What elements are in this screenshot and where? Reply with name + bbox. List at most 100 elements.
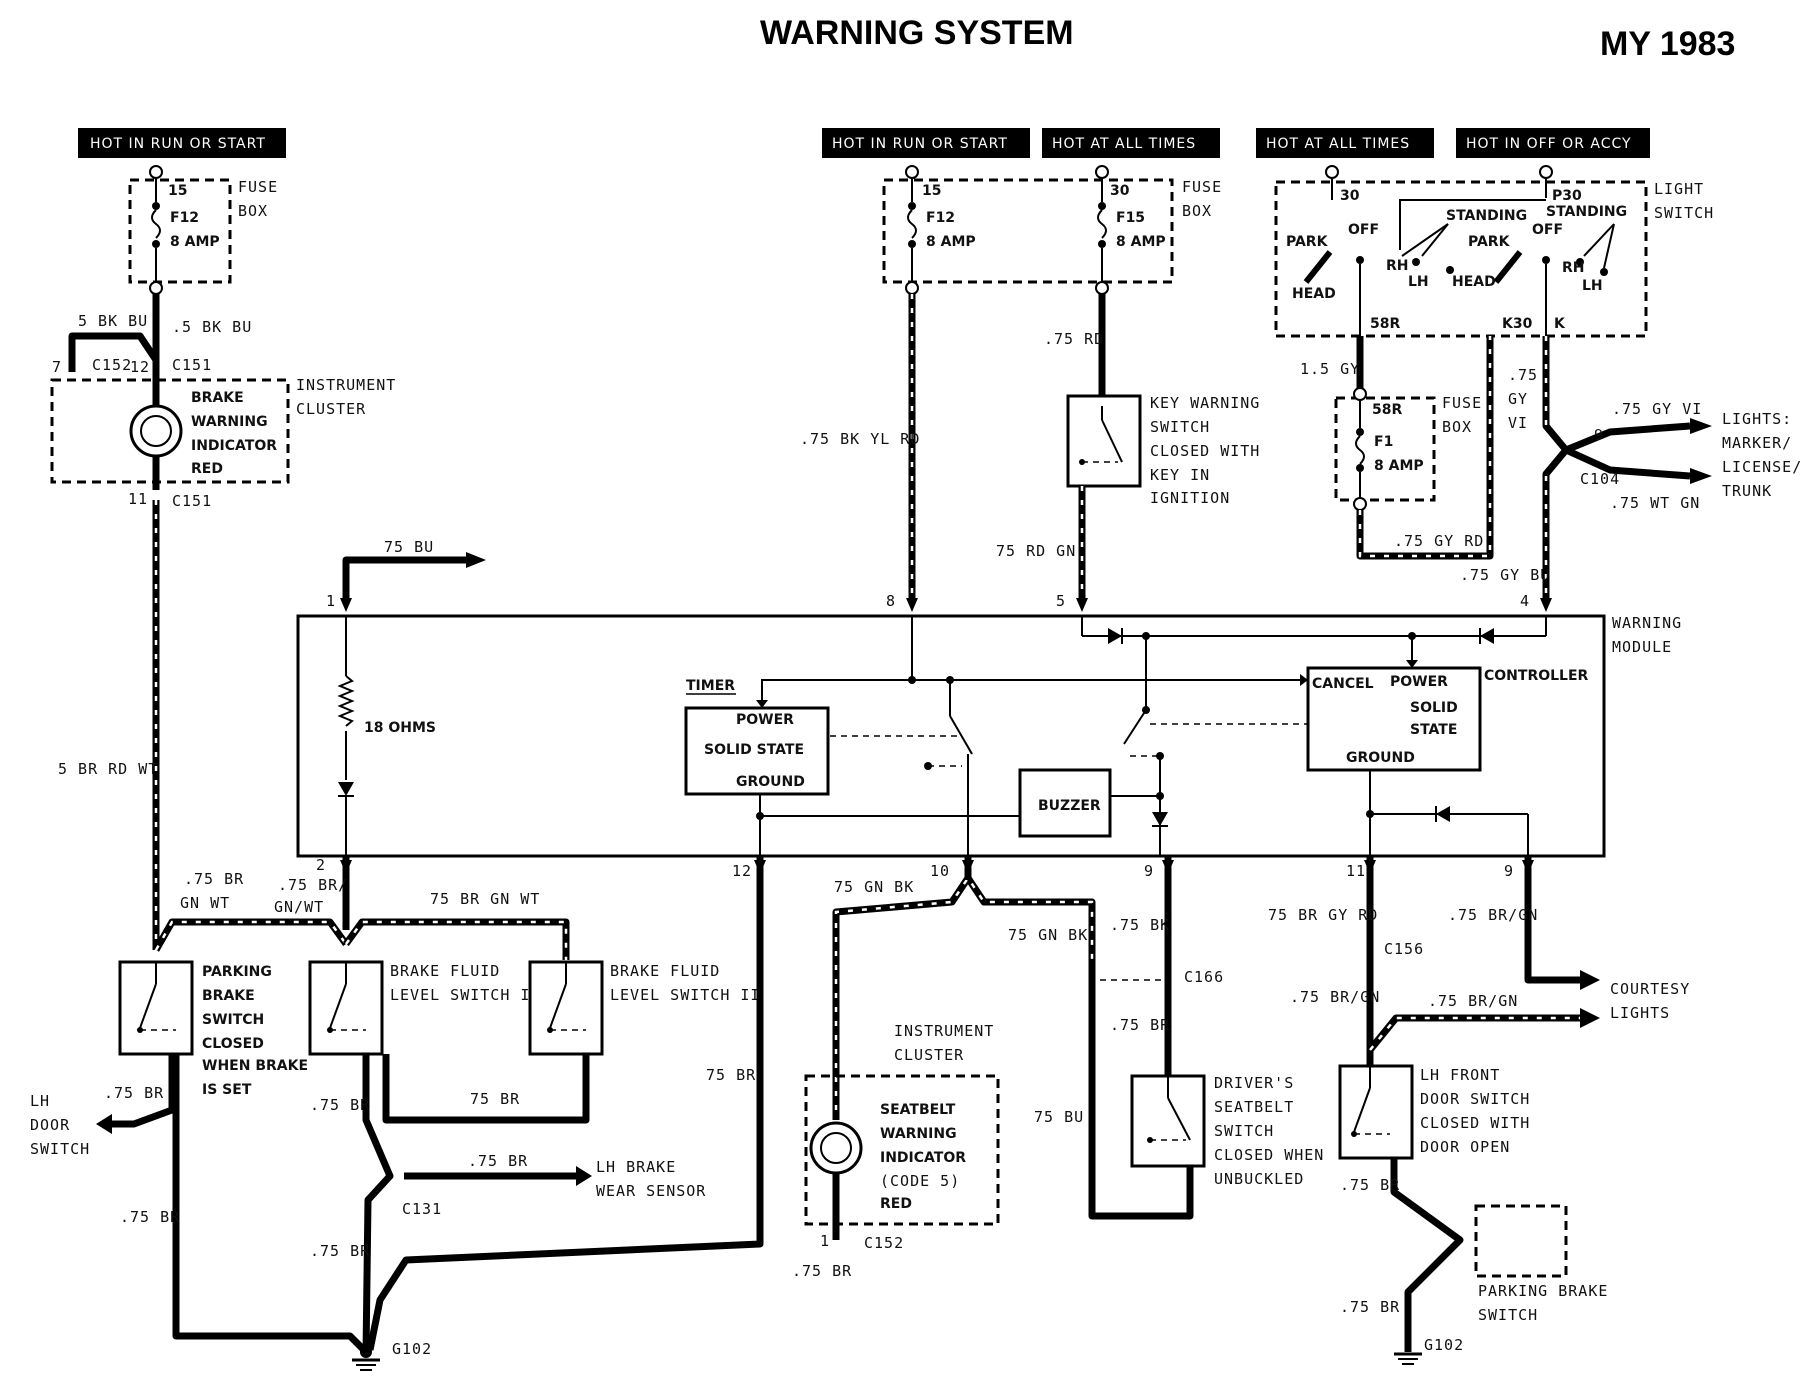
conn-c151: C151 — [172, 356, 212, 374]
resistor-label: 18 OHMS — [364, 720, 436, 736]
wire-75bu-charging — [342, 556, 470, 602]
pb-sw-l1: PARKING — [202, 964, 272, 980]
module-label2: MODULE — [1612, 638, 1672, 656]
wire-label-5bkbu-a: 5 BK BU — [78, 312, 148, 330]
lights-l1: LIGHTS: — [1722, 410, 1792, 428]
conn-c166: C166 — [1184, 968, 1224, 986]
pbs2-l2: SWITCH — [1478, 1306, 1538, 1324]
lights-arrow-2 — [1690, 468, 1712, 484]
lights-l3: LICENSE/ — [1722, 458, 1802, 476]
wire-label-75br-a: .75 BR — [1110, 1016, 1170, 1034]
wire-label-5brrdwt: 5 BR RD WT — [58, 760, 158, 778]
wire-label-75br-e: .75 BR — [468, 1152, 528, 1170]
sb-ind-5: RED — [880, 1196, 912, 1212]
fuse-box-left: 15 F12 8 AMP FUSE BOX — [128, 165, 277, 295]
bfl1-l1: BRAKE FLUID — [390, 962, 500, 980]
bfl2-l1: BRAKE FLUID — [610, 962, 720, 980]
ls-label2: SWITCH — [1654, 204, 1714, 222]
conn-c104: C104 — [1580, 470, 1620, 488]
module-label1: WARNING — [1612, 614, 1682, 632]
wire-label-75bkylrd: .75 BK YL RD — [800, 430, 920, 448]
ls-rh-b: RH — [1562, 260, 1585, 276]
fuse-mid-f12-id: F12 — [926, 210, 955, 226]
wire-75brgnwt-c — [343, 918, 570, 960]
wire-label-75br-i: .75 BR — [1340, 1176, 1400, 1194]
key-sw-l5: IGNITION — [1150, 489, 1230, 507]
pin-4: 4 — [1520, 592, 1530, 610]
power-label-mid-run — [822, 128, 1030, 158]
wire-label-75brgyrd: 75 BR GY RD — [1268, 906, 1378, 924]
wire-75brgnwt-a — [152, 918, 349, 952]
ds-l5: UNBUCKLED — [1214, 1170, 1304, 1188]
wire-label-75wtgn: .75 WT GN — [1610, 494, 1700, 512]
conn-c156: C156 — [1384, 940, 1424, 958]
fuse-mid-label2: BOX — [1182, 202, 1212, 220]
buzzer-box — [1018, 768, 1112, 838]
pin-9-top: 9 — [1594, 426, 1604, 444]
key-sw-l2: SWITCH — [1150, 418, 1210, 436]
ctrl-solid1: SOLID — [1410, 700, 1458, 716]
ds-l1: DRIVER'S — [1214, 1074, 1294, 1092]
bfl2-l2: LEVEL SWITCH II — [610, 986, 760, 1004]
conn-g102a: G102 — [392, 1340, 432, 1358]
key-sw-l1: KEY WARNING — [1150, 394, 1260, 412]
fuse-left-terminal: 15 — [168, 183, 187, 199]
wire-pb-ground — [172, 1054, 369, 1355]
ground-g102-left — [352, 1346, 380, 1371]
fuse-right-rating: 8 AMP — [1374, 458, 1424, 474]
fuse-right-id: F1 — [1374, 434, 1393, 450]
model-year: MY 1983 — [1600, 25, 1735, 63]
pin-7: 7 — [52, 358, 62, 376]
lhfd-l3: CLOSED WITH — [1420, 1114, 1530, 1132]
ground-g102-right — [1394, 1352, 1422, 1365]
controller-label: CONTROLLER — [1484, 668, 1589, 684]
wire-75bu2 — [1088, 966, 1194, 1220]
ls-off-b: OFF — [1532, 222, 1563, 238]
wire-label-75gybu: .75 GY BU — [1460, 566, 1550, 584]
fuse-mid-label1: FUSE — [1182, 178, 1222, 196]
lhfd-l2: DOOR SWITCH — [1420, 1090, 1530, 1108]
lhdoor-l1: LH — [30, 1092, 50, 1110]
brake-ind-1: BRAKE — [191, 390, 244, 406]
wire-courtesy-2 — [1367, 1014, 1580, 1053]
conn-c151b: C151 — [172, 492, 212, 510]
power-label-left — [78, 128, 286, 158]
wire-label-75brgnwt-b2: GN/WT — [274, 898, 324, 916]
fuse-mid-f12-terminal: 15 — [922, 183, 941, 199]
courtesy-arrow-2 — [1580, 1008, 1600, 1028]
ls-t30: 30 — [1340, 188, 1360, 204]
wire-label-75br-g: 75 BR — [706, 1066, 756, 1084]
wire-label-75br-h: .75 BR — [792, 1262, 852, 1280]
wire-label-75brgnwt-1: .75 BR — [184, 870, 244, 888]
fuse-right-label1: FUSE — [1442, 394, 1482, 412]
driver-seatbelt-switch — [1130, 1074, 1206, 1168]
fuse-right-label2: BOX — [1442, 418, 1472, 436]
key-warning-switch — [1066, 394, 1142, 488]
key-sw-l4: KEY IN — [1150, 466, 1210, 484]
wire-label-75br-c: .75 BR — [310, 1096, 370, 1114]
fuse-mid-f15-terminal: 30 — [1110, 183, 1130, 199]
fuse-mid-f15-rating: 8 AMP — [1116, 234, 1166, 250]
wire-bfl1-ground — [362, 1054, 394, 1355]
pin-9b: 9 — [1504, 862, 1514, 880]
wire-label-75gyvi-3: VI — [1508, 414, 1528, 432]
power-label-right-accy — [1456, 128, 1650, 158]
conn-c152: C152 — [92, 356, 132, 374]
fuse-mid-f15-id: F15 — [1116, 210, 1145, 226]
conn-c152b: C152 — [864, 1234, 904, 1252]
ctrl-cancel: CANCEL — [1312, 676, 1374, 692]
sb-ind-2: WARNING — [880, 1126, 957, 1142]
pb-sw-l2: BRAKE — [202, 988, 255, 1004]
wire-label-75br-f: .75 BR — [310, 1242, 370, 1260]
wire-label-75rd: .75 RD — [1044, 330, 1104, 348]
fuse-right-terminal: 58R — [1372, 402, 1402, 418]
conn-c131: C131 — [402, 1200, 442, 1218]
sb-ind-1: SEATBELT — [880, 1102, 956, 1118]
wire-label-75brgnwt-c: 75 BR GN WT — [430, 890, 540, 908]
wire-label-75bu: 75 BU — [384, 538, 434, 556]
parking-brake-switch-2 — [1474, 1204, 1568, 1278]
ds-l4: CLOSED WHEN — [1214, 1146, 1324, 1164]
courtesy-l1: COURTESY — [1610, 980, 1690, 998]
ds-l2: SEATBELT — [1214, 1098, 1294, 1116]
